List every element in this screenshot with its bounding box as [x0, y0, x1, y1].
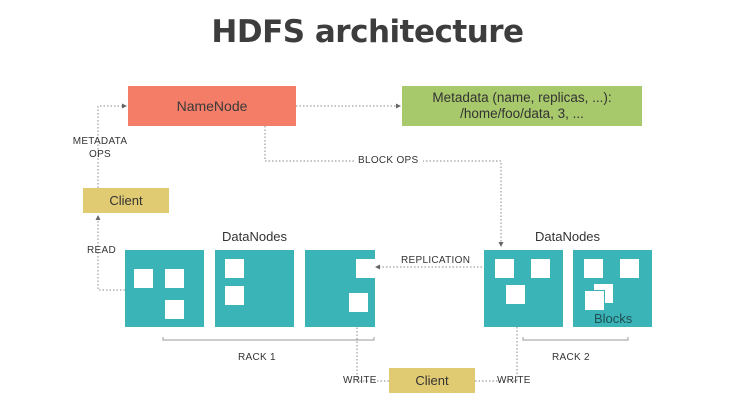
metadata-line-2: /home/foo/data, 3, ...	[460, 106, 584, 121]
rack1-label: RACK 1	[238, 352, 276, 363]
metadata-ops-label-line-1: METADATA	[72, 136, 128, 147]
block-ops-label: BLOCK OPS	[354, 155, 423, 166]
write-right-label: WRITE	[497, 375, 531, 386]
block-ops-line	[264, 126, 504, 247]
block	[620, 259, 639, 278]
namenode-label: NameNode	[176, 98, 248, 114]
block	[225, 259, 244, 278]
metadata-ops-label: METADATA OPS	[72, 135, 128, 161]
rack1-bracket	[162, 337, 375, 341]
metadata-ops-label-line-2: OPS	[88, 149, 112, 160]
block	[349, 293, 368, 312]
client-bottom-box: Client	[389, 368, 475, 393]
write-left-label: WRITE	[343, 375, 377, 386]
block	[134, 269, 153, 288]
datanode-2	[215, 250, 294, 327]
rack2-bracket	[522, 337, 629, 341]
block	[356, 259, 375, 278]
block	[225, 286, 244, 305]
block	[584, 290, 605, 311]
write-left-line	[354, 315, 389, 382]
rack2-label: RACK 2	[552, 352, 590, 363]
datanode-1	[125, 250, 204, 327]
block	[531, 259, 550, 278]
datanode-3	[305, 250, 375, 327]
metadata-line-1: Metadata (name, replicas, ...):	[432, 90, 612, 105]
block	[506, 285, 525, 304]
metadata-ops-line	[97, 103, 127, 188]
client-top-label: Client	[109, 193, 143, 208]
client-bottom-label: Client	[415, 373, 449, 388]
client-top-box: Client	[83, 188, 169, 213]
namenode-box: NameNode	[128, 86, 296, 126]
block	[584, 259, 603, 278]
read-label: READ	[87, 245, 116, 256]
block	[495, 259, 514, 278]
datanode-5: Blocks	[573, 250, 652, 327]
replication-label: REPLICATION	[401, 255, 471, 266]
blocks-label: Blocks	[594, 311, 633, 326]
block	[165, 300, 184, 319]
datanodes-right-label: DataNodes	[535, 229, 601, 244]
diagram-title: HDFS architecture	[211, 14, 524, 50]
metadata-box: Metadata (name, replicas, ...): /home/fo…	[402, 86, 642, 126]
block	[165, 269, 184, 288]
datanodes-left-label: DataNodes	[222, 229, 288, 244]
datanode-4	[484, 250, 563, 327]
write-right-line	[475, 315, 520, 382]
